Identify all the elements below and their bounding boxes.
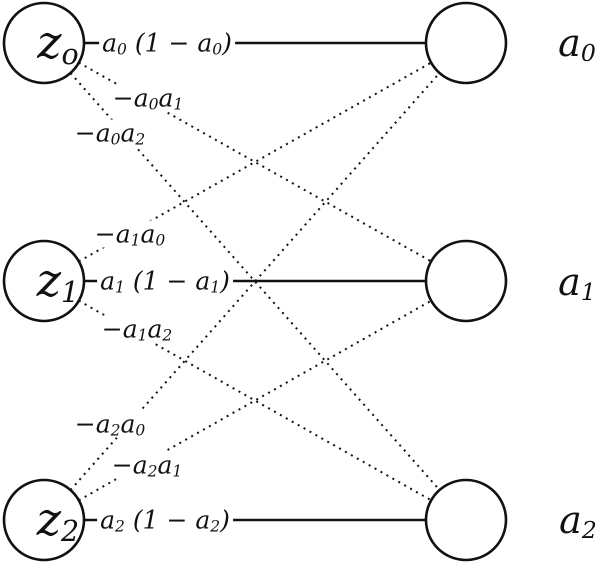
node-circle-z2: [2, 478, 86, 562]
node-circle-a1: [424, 239, 508, 323]
edge-line-z0-a2: [69, 72, 441, 491]
node-circle-z1: [2, 239, 86, 323]
output-label-a1: a1: [558, 260, 596, 307]
output-label-a2: a2: [559, 498, 597, 545]
node-label-z1: z1: [36, 253, 80, 310]
edge-line-z2-a0: [69, 72, 441, 491]
edge-label-z2-a2: a2 (1 − a2): [97, 506, 233, 535]
edge-label-z2-a0: −a2a0: [71, 410, 149, 439]
node-label-z0: zo: [37, 15, 79, 72]
edge-label-z0-a1: −a0a1: [109, 84, 187, 113]
output-label-a0: a0: [558, 21, 596, 68]
edge-label-z1-a0: −a1a0: [91, 220, 169, 249]
node-circle-z0: [2, 1, 86, 85]
edge-label-z1-a1: a1 (1 − a1): [97, 267, 233, 296]
edge-label-z0-a0: a0 (1 − a0): [99, 29, 235, 58]
edge-label-z0-a2: −a0a2: [71, 119, 149, 148]
node-circle-a0: [424, 1, 508, 85]
edge-label-z2-a1: −a2a1: [108, 451, 186, 480]
edge-label-z1-a2: −a1a2: [98, 315, 176, 344]
node-label-z2: z2: [36, 492, 80, 549]
node-circle-a2: [424, 478, 508, 562]
